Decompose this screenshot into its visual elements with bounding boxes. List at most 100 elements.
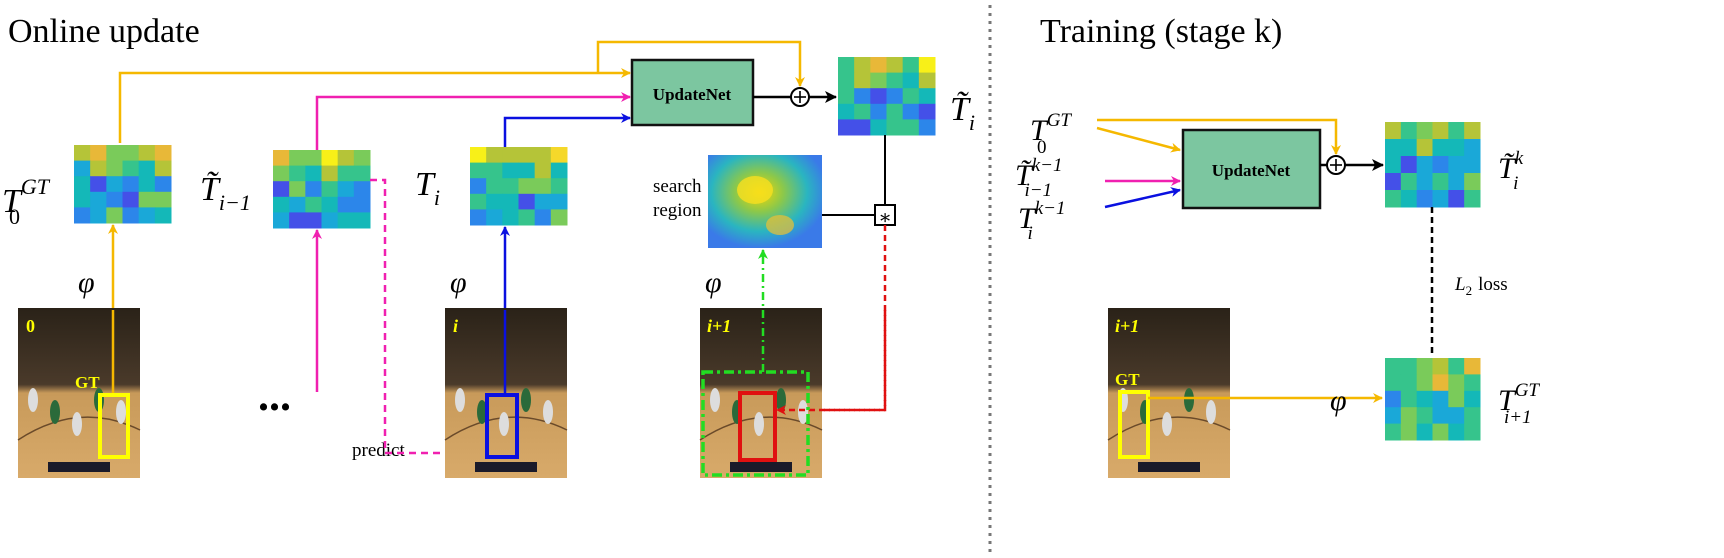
player <box>477 400 487 424</box>
heatmap-cell <box>1416 122 1433 140</box>
updatenet-block-online: UpdateNet <box>630 58 755 127</box>
heatmap-cell <box>1464 407 1481 425</box>
heatmap-cell <box>1432 374 1449 392</box>
heatmap-cell <box>305 196 322 213</box>
player <box>116 400 126 424</box>
frame-label-0: 0 <box>26 316 35 336</box>
predict-label: predict <box>352 440 405 461</box>
heatmap-cell <box>154 176 172 193</box>
heatmap-cell <box>106 207 123 224</box>
search-region-label-1: search <box>653 176 702 197</box>
tprev-to-updatenet-arrow <box>315 92 631 150</box>
heatmap-cell <box>1416 190 1433 208</box>
heatmap-cell <box>1432 407 1449 425</box>
heatmap-cell <box>305 212 322 229</box>
heatmap-cell <box>918 119 936 136</box>
heatmap-cell <box>870 72 887 89</box>
heatmap-cell <box>1464 156 1481 174</box>
gt-label-training: GT <box>1115 370 1140 389</box>
heatmap-cell <box>518 147 536 164</box>
heatmap-cell <box>353 165 371 182</box>
heatmap-cell <box>1448 190 1465 208</box>
player <box>28 388 38 412</box>
heatmap-cell <box>337 165 355 182</box>
heatmap-cell <box>138 145 156 162</box>
heatmap-cell <box>106 176 123 193</box>
heatmap-cell <box>886 119 904 136</box>
heatmap-cell <box>1432 122 1449 140</box>
t-new-label: T̃i <box>950 90 975 135</box>
heatmap-cell <box>289 181 306 198</box>
tracked-box-framei1 <box>738 391 777 462</box>
heatmap-cell <box>550 162 568 179</box>
gt-label-frame0: GT <box>75 373 100 392</box>
template-t-new-heatmap <box>838 57 936 136</box>
heatmap-cell <box>1416 374 1433 392</box>
heatmap-cell <box>353 150 371 167</box>
heatmap-cell <box>1432 390 1449 408</box>
heatmap-cell <box>321 196 339 213</box>
frame-label-i: i <box>453 316 458 336</box>
frame-label-i1: i+1 <box>707 316 731 336</box>
heatmap-cell <box>273 150 290 167</box>
heatmap-cell <box>486 162 503 179</box>
heatmap-cell <box>550 178 568 195</box>
heatmap-cell <box>1464 173 1481 191</box>
heatmap-cell <box>90 160 107 177</box>
heatmap-cell <box>337 196 355 213</box>
response-arrow-overlay <box>776 310 887 415</box>
heatmap-cell <box>353 196 371 213</box>
heatmap-cell <box>1448 423 1465 441</box>
heatmap-cell <box>870 88 887 105</box>
heatmap-cell <box>1385 190 1402 208</box>
heatmap-cell <box>1448 139 1465 157</box>
heatmap-cell <box>1385 407 1402 425</box>
heatmap-cell <box>1432 358 1449 375</box>
training-phi-label: φ <box>1330 384 1347 417</box>
player <box>798 400 808 424</box>
template-training-gt-heatmap <box>1385 358 1481 441</box>
heatmap-cell <box>337 181 355 198</box>
heatmap-cell <box>502 162 519 179</box>
heatmap-cell <box>289 150 306 167</box>
template-t-prev-heatmap <box>273 150 371 229</box>
player <box>1184 388 1194 412</box>
heatmap-cell <box>1385 358 1402 375</box>
heatmap-cell <box>154 207 172 224</box>
heatmap-cell <box>122 207 140 224</box>
template-t0-gt-heatmap <box>74 145 172 224</box>
heatmap-cell <box>486 193 503 210</box>
heatmap-cell <box>289 165 306 182</box>
heatmap-cell <box>854 119 871 136</box>
heatmap-cell <box>289 212 306 229</box>
heatmap-cell <box>838 103 855 120</box>
heatmap-cell <box>854 103 871 120</box>
heatmap-cell <box>502 147 519 164</box>
heatmap-cell <box>353 181 371 198</box>
heatmap-cell <box>1464 122 1481 140</box>
heatmap-cell <box>1400 156 1418 174</box>
heatmap-cell <box>470 209 487 226</box>
heatmap-cell <box>486 209 503 226</box>
scoreboard <box>48 462 110 472</box>
heatmap-cell <box>305 165 322 182</box>
heatmap-cell <box>550 209 568 226</box>
heatmap-cell <box>122 160 140 177</box>
heatmap-cell <box>534 162 552 179</box>
heatmap-cell <box>1416 423 1433 441</box>
phi-label-i1: φ <box>705 266 722 299</box>
heatmap-cell <box>1400 122 1418 140</box>
heatmap-cell <box>502 193 519 210</box>
add-node-online <box>790 87 810 107</box>
search-region-heatmap <box>708 155 822 248</box>
template-ti-heatmap <box>470 147 568 226</box>
heatmap-cell <box>518 178 536 195</box>
t0-skip-arrow <box>596 40 805 87</box>
ti-label: Ti <box>415 166 440 210</box>
